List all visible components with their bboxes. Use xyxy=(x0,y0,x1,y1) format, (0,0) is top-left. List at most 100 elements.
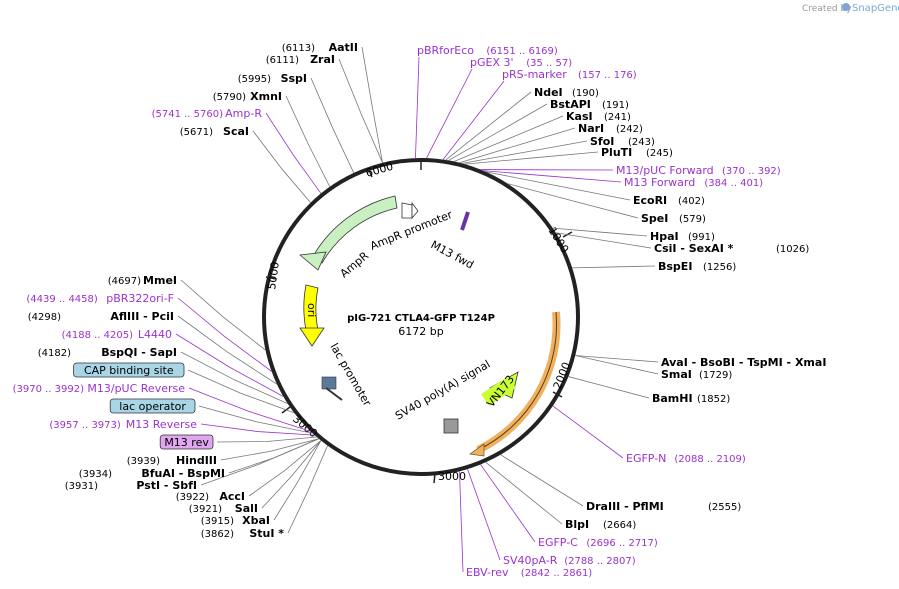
site-name: ScaI xyxy=(223,125,249,138)
snapgene-credit[interactable]: Created by SnapGene xyxy=(802,3,899,14)
site-position: (384 .. 401) xyxy=(704,178,763,189)
feature-box-label: M13 rev xyxy=(164,436,209,449)
leader-line-xmni xyxy=(285,95,331,187)
feature-m13-fwd-label: M13 fwd xyxy=(429,238,476,271)
site-label-bspei[interactable]: BspEI(1256) xyxy=(658,260,736,273)
site-label-bstapi[interactable]: BstAPI(191) xyxy=(550,98,629,111)
site-label-pgex-3[interactable]: pGEX 3'(35 .. 57) xyxy=(470,56,572,69)
site-label-pluti[interactable]: PluTI (245) xyxy=(601,146,673,159)
site-name: BspEI xyxy=(658,260,692,273)
site-name: NarI xyxy=(578,122,604,135)
site-label-xbai[interactable]: XbaI(3915) xyxy=(201,514,270,527)
site-label-csii-sexai[interactable]: CsiI - SexAI *(1026) xyxy=(654,242,809,255)
site-label-pbr322ori-f[interactable]: pBR322ori-F(4439 .. 4458) xyxy=(26,292,174,305)
site-label-aatii[interactable]: AatII(6113) xyxy=(282,41,358,54)
site-name: EBV-rev xyxy=(466,566,509,579)
leader-line-m13-rev xyxy=(216,436,317,443)
site-label-m13-rev[interactable]: M13 rev xyxy=(159,434,214,450)
site-label-sali[interactable]: SalI(3921) xyxy=(189,502,258,515)
site-label-prs-marker[interactable]: pRS-marker(157 .. 176) xyxy=(502,68,637,81)
leader-line-ndei xyxy=(445,91,532,161)
site-label-ecori[interactable]: EcoRI(402) xyxy=(633,194,705,207)
leader-line-sspi xyxy=(310,77,355,174)
site-label-nari[interactable]: NarI(242) xyxy=(578,122,643,135)
site-label-lac-operator[interactable]: lac operator xyxy=(109,398,196,414)
site-name: PluTI xyxy=(601,146,632,159)
site-label-kasi[interactable]: KasI(241) xyxy=(566,110,631,123)
feature-ori-label: ori xyxy=(305,303,318,317)
site-label-ebv-rev[interactable]: EBV-rev (2842 .. 2861) xyxy=(466,566,592,579)
site-position: (243) xyxy=(628,137,655,148)
site-position: (4697) xyxy=(108,276,141,287)
leader-line-bspqi-sapi xyxy=(180,351,288,404)
site-label-hindiii[interactable]: HindIII(3939) xyxy=(127,454,217,467)
leader-line-pluti xyxy=(464,151,599,165)
site-label-bamhi[interactable]: BamHI(1852) xyxy=(652,392,730,405)
leader-line-afliii-pcii xyxy=(177,315,278,385)
site-label-ndei[interactable]: NdeI(190) xyxy=(534,86,599,99)
site-position: (5741 .. 5760) xyxy=(152,109,224,120)
site-label-smai[interactable]: SmaI(1729) xyxy=(661,368,732,381)
site-label-zrai[interactable]: ZraI(6111) xyxy=(266,53,335,66)
site-position: (2842 .. 2861) xyxy=(521,568,593,579)
feature-lac-promoter[interactable]: lac promoter xyxy=(321,341,374,409)
site-label-blpi[interactable]: BlpI(2664) xyxy=(565,518,636,531)
site-name: SV40pA-R xyxy=(503,554,558,567)
site-label-bfuai-bspmi[interactable]: BfuAI - BspMI(3934) xyxy=(79,467,225,480)
site-position: (402) xyxy=(678,196,705,207)
feature-box xyxy=(159,434,214,450)
site-label-stui[interactable]: StuI *(3862) xyxy=(201,527,285,540)
site-label-xmni[interactable]: XmnI(5790) xyxy=(213,90,282,103)
site-label-draiii-pflmi[interactable]: DraIII - PflMI(2555) xyxy=(586,500,741,513)
site-name: ZraI xyxy=(310,53,335,66)
plasmid-name: pIG-721 CTLA4-GFP T124P xyxy=(347,313,495,324)
leader-line-psti-sbfi xyxy=(200,438,319,486)
site-label-hpai[interactable]: HpaI(991) xyxy=(650,230,715,243)
site-label-cap-binding-site[interactable]: CAP binding site xyxy=(73,362,185,378)
site-label-sv40pa-r[interactable]: SV40pA-R(2788 .. 2807) xyxy=(503,554,636,567)
plasmid-size: 6172 bp xyxy=(398,325,443,338)
tick-label-6000: 6000 xyxy=(364,160,394,180)
site-label-bspqi-sapi[interactable]: BspQI - SapI(4182) xyxy=(38,346,177,359)
site-label-sspi[interactable]: SspI(5995) xyxy=(238,72,307,85)
site-position: (4188 .. 4205) xyxy=(62,330,134,341)
site-label-afliii-pcii[interactable]: AflIII - PciI(4298) xyxy=(28,310,174,323)
site-label-egfp-c[interactable]: EGFP-C(2696 .. 2717) xyxy=(538,536,658,549)
site-position: (3915) xyxy=(201,516,234,527)
site-label-acci[interactable]: AccI(3922) xyxy=(176,490,245,503)
site-label-mmei[interactable]: MmeI(4697) xyxy=(108,274,177,287)
site-position: (3970 .. 3992) xyxy=(13,384,85,395)
site-position: (245) xyxy=(646,148,673,159)
site-name: XmnI xyxy=(250,90,282,103)
site-label-pbrforeco[interactable]: pBRforEco(6151 .. 6169) xyxy=(417,44,558,57)
site-label-scai[interactable]: ScaI(5671) xyxy=(180,125,249,138)
site-position: (579) xyxy=(679,214,706,225)
feature-vn173[interactable]: VN173 xyxy=(481,371,519,410)
site-label-psti-sbfi[interactable]: PstI - SbfI(3931) xyxy=(65,479,197,492)
site-label-m13-puc-reverse[interactable]: M13/pUC Reverse(3970 .. 3992) xyxy=(13,382,186,395)
leader-line-ebv-rev xyxy=(459,471,464,573)
feature-sv40-polya[interactable]: SV40 poly(A) signal xyxy=(393,358,493,434)
site-position: (6151 .. 6169) xyxy=(486,46,558,57)
leader-line-bamhi xyxy=(568,376,650,399)
site-label-amp-r[interactable]: Amp-R(5741 .. 5760) xyxy=(152,107,263,120)
site-name: AatII xyxy=(329,41,358,54)
site-name: SfoI xyxy=(590,135,614,148)
site-position: (2088 .. 2109) xyxy=(674,454,746,465)
feature-ori[interactable]: ori xyxy=(299,284,325,347)
feature-orange-arc[interactable] xyxy=(469,311,561,457)
site-label-l4440[interactable]: L4440(4188 .. 4205) xyxy=(62,328,172,341)
site-label-m13-puc-forward[interactable]: M13/pUC Forward(370 .. 392) xyxy=(616,164,781,177)
site-label-m13-reverse[interactable]: M13 Reverse(3957 .. 3973) xyxy=(49,418,197,431)
site-label-egfp-n[interactable]: EGFP-N(2088 .. 2109) xyxy=(626,452,746,465)
leader-line-zrai xyxy=(338,58,383,163)
left-leader-lines xyxy=(175,46,383,534)
site-position: (370 .. 392) xyxy=(722,166,781,177)
site-position: (191) xyxy=(602,100,629,111)
site-label-avai-bsobi-tspmi-xmai[interactable]: AvaI - BsoBI - TspMI - XmaI(1727) xyxy=(661,356,899,369)
site-label-spei[interactable]: SpeI(579) xyxy=(641,212,706,225)
site-label-sfoi[interactable]: SfoI (243) xyxy=(590,135,655,148)
site-name: MmeI xyxy=(143,274,177,287)
site-label-m13-forward[interactable]: M13 Forward(384 .. 401) xyxy=(624,176,763,189)
leader-line-hpai xyxy=(552,227,648,237)
